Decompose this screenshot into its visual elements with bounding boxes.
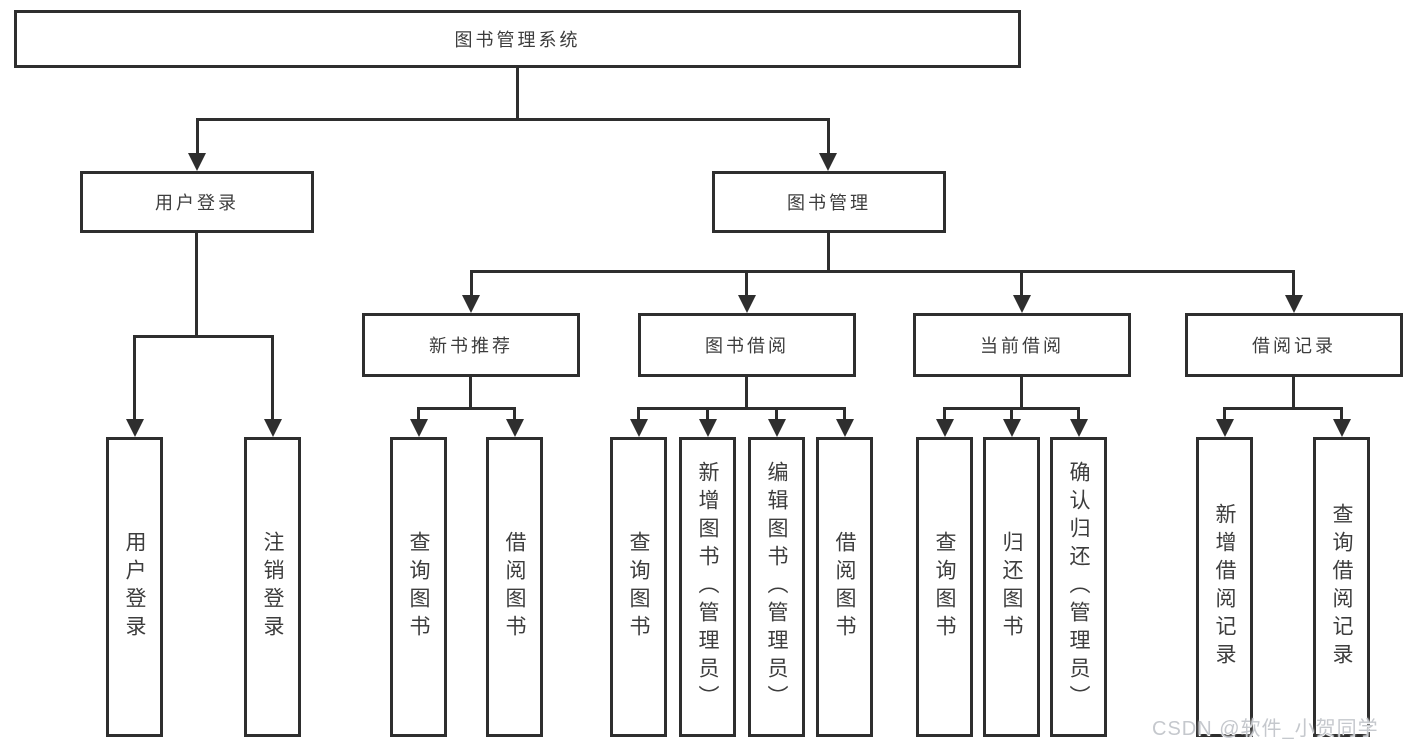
leaf-borrow-books-borrowing: 借阅图书 <box>816 437 873 737</box>
leaf-logout: 注销登录 <box>244 437 301 737</box>
connector-arm <box>470 270 473 297</box>
connector-arm <box>1010 407 1013 421</box>
node-current-borrowing: 当前借阅 <box>913 313 1131 377</box>
arrowhead-icon <box>188 153 206 171</box>
connector-arm <box>1223 407 1226 421</box>
connector-root-stem <box>516 68 519 118</box>
connector-stem <box>745 377 748 407</box>
arrowhead-icon <box>410 419 428 437</box>
arrowhead-icon <box>768 419 786 437</box>
connector-bar <box>637 407 846 410</box>
arrowhead-icon <box>462 295 480 313</box>
leaf-query-books-borrowing: 查询图书 <box>610 437 667 737</box>
leaf-edit-book-admin: 编辑图书（管理员） <box>748 437 805 737</box>
connector-arm <box>196 118 199 156</box>
arrowhead-icon <box>836 419 854 437</box>
connector-book-mgmt-bar <box>470 270 1295 273</box>
connector-arm <box>133 335 136 423</box>
arrowhead-icon <box>1003 419 1021 437</box>
node-new-book-recommend: 新书推荐 <box>362 313 580 377</box>
connector-arm <box>271 335 274 423</box>
leaf-add-borrow-record: 新增借阅记录 <box>1196 437 1253 737</box>
connector-arm <box>1077 407 1080 421</box>
arrowhead-icon <box>630 419 648 437</box>
leaf-query-books-recommend: 查询图书 <box>390 437 447 737</box>
arrowhead-icon <box>1070 419 1088 437</box>
node-library-system: 图书管理系统 <box>14 10 1021 68</box>
connector-user-login-stem <box>195 233 198 335</box>
csdn-watermark: CSDN @软件_小贺同学 <box>1152 718 1379 740</box>
connector-arm <box>943 407 946 421</box>
node-book-borrowing: 图书借阅 <box>638 313 856 377</box>
connector-stem <box>1020 377 1023 407</box>
connector-arm <box>827 118 830 156</box>
leaf-user-login: 用户登录 <box>106 437 163 737</box>
connector-arm <box>513 407 516 421</box>
connector-root-bar <box>196 118 830 121</box>
node-book-management: 图书管理 <box>712 171 946 233</box>
connector-arm <box>1340 407 1343 421</box>
connector-bar <box>1223 407 1343 410</box>
connector-stem <box>1292 377 1295 407</box>
connector-arm <box>1020 270 1023 297</box>
arrowhead-icon <box>1013 295 1031 313</box>
connector-arm <box>637 407 640 421</box>
arrowhead-icon <box>1216 419 1234 437</box>
node-borrowing-records: 借阅记录 <box>1185 313 1403 377</box>
arrowhead-icon <box>126 419 144 437</box>
connector-bar <box>418 407 516 410</box>
arrowhead-icon <box>264 419 282 437</box>
arrowhead-icon <box>699 419 717 437</box>
leaf-return-book: 归还图书 <box>983 437 1040 737</box>
connector-arm <box>745 270 748 297</box>
connector-book-mgmt-stem <box>827 233 830 270</box>
connector-arm <box>775 407 778 421</box>
arrowhead-icon <box>506 419 524 437</box>
leaf-query-borrow-record: 查询借阅记录 <box>1313 437 1370 737</box>
arrowhead-icon <box>819 153 837 171</box>
leaf-query-books-current: 查询图书 <box>916 437 973 737</box>
arrowhead-icon <box>936 419 954 437</box>
leaf-confirm-return-admin: 确认归还（管理员） <box>1050 437 1107 737</box>
arrowhead-icon <box>1285 295 1303 313</box>
connector-user-login-bar <box>133 335 274 338</box>
leaf-borrow-books-recommend: 借阅图书 <box>486 437 543 737</box>
leaf-add-book-admin: 新增图书（管理员） <box>679 437 736 737</box>
arrowhead-icon <box>1333 419 1351 437</box>
node-user-login: 用户登录 <box>80 171 314 233</box>
connector-arm <box>843 407 846 421</box>
connector-stem <box>469 377 472 407</box>
connector-arm <box>706 407 709 421</box>
connector-arm <box>417 407 420 421</box>
arrowhead-icon <box>738 295 756 313</box>
connector-arm <box>1292 270 1295 297</box>
